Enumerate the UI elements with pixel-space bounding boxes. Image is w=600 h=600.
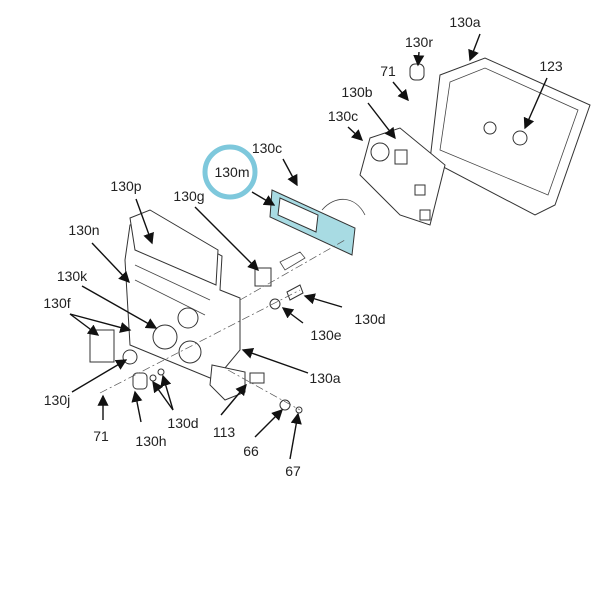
label-130c-upper: 130c — [328, 108, 358, 124]
highlight-circle — [202, 144, 258, 200]
label-130j: 130j — [44, 392, 70, 408]
rear-housing — [429, 57, 591, 216]
label-130m: 130m — [214, 164, 249, 180]
label-130p: 130p — [110, 178, 141, 194]
label-130a-mid: 130a — [309, 370, 340, 386]
label-130g: 130g — [173, 188, 204, 204]
display-board — [269, 189, 366, 256]
connector — [279, 251, 306, 271]
label-130a-top: 130a — [449, 14, 480, 30]
label-130f: 130f — [43, 295, 70, 311]
label-130r: 130r — [405, 34, 433, 50]
label-66: 66 — [243, 443, 259, 459]
label-130h: 130h — [135, 433, 166, 449]
label-130n: 130n — [68, 222, 99, 238]
circuit-board — [359, 127, 446, 226]
nut-67 — [295, 406, 303, 414]
label-130c-lower: 130c — [252, 140, 282, 156]
washer-130e — [269, 298, 281, 310]
leader-arrows — [69, 33, 548, 460]
label-67: 67 — [285, 463, 301, 479]
knob-130r — [409, 63, 425, 81]
label-130e: 130e — [310, 327, 341, 343]
front-panel — [124, 209, 246, 401]
knob-130h — [132, 372, 148, 390]
label-123: 123 — [539, 58, 563, 74]
rocker-switch — [89, 329, 115, 363]
block-113 — [249, 372, 265, 384]
label-130b: 130b — [341, 84, 372, 100]
label-113: 113 — [213, 424, 236, 440]
toggle-switch — [254, 267, 272, 287]
label-71-top: 71 — [380, 63, 396, 79]
label-130d-right: 130d — [354, 311, 385, 327]
label-71-bottom: 71 — [93, 428, 109, 444]
label-130d-bottom: 130d — [167, 415, 198, 431]
connector-130j — [122, 349, 138, 365]
fitting-66 — [279, 399, 291, 411]
label-130k: 130k — [57, 268, 88, 284]
